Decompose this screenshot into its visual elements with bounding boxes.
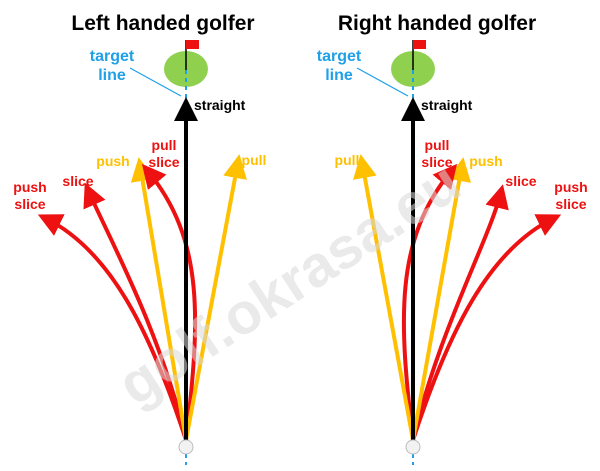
label-push: push — [469, 153, 502, 169]
pull-path — [353, 154, 415, 441]
right-panel: Right handed golfer target line straight… — [317, 12, 588, 465]
label-pull-slice-2: slice — [148, 154, 179, 170]
label-slice: slice — [62, 173, 93, 189]
target-line-label-2: line — [325, 67, 353, 84]
left-panel: Left handed golfer target line straight … — [13, 12, 266, 465]
push-path — [130, 157, 188, 441]
label-straight: straight — [194, 97, 246, 113]
golf-ball-icon — [405, 439, 421, 455]
label-push: push — [96, 153, 129, 169]
target-line-pointer — [356, 67, 409, 97]
target-line-label-1: target — [90, 48, 135, 65]
push-slice-path — [37, 214, 188, 441]
right-panel-title: Right handed golfer — [338, 12, 536, 35]
label-pull: pull — [242, 152, 267, 168]
slice-path — [411, 184, 509, 441]
label-pull-slice-2: slice — [421, 154, 452, 170]
push-path — [411, 157, 472, 441]
golf-ball-icon — [178, 439, 194, 455]
label-pull-slice-1: pull — [152, 137, 177, 153]
label-pull-slice-1: pull — [425, 137, 450, 153]
label-push-slice-1: push — [13, 179, 46, 195]
flag-icon — [413, 40, 426, 49]
pull-slice-path — [401, 163, 458, 441]
target-line-label-2: line — [98, 67, 126, 84]
push-slice-path — [411, 214, 562, 441]
target-line-label-1: target — [317, 48, 362, 65]
left-panel-title: Left handed golfer — [71, 12, 254, 35]
label-push-slice-2: slice — [14, 196, 45, 212]
slice-path — [83, 182, 188, 441]
label-pull: pull — [335, 152, 360, 168]
pull-slice-path — [141, 163, 198, 441]
flag-icon — [186, 40, 199, 49]
label-straight: straight — [421, 97, 473, 113]
label-slice: slice — [505, 173, 536, 189]
target-line-pointer — [129, 67, 182, 97]
label-push-slice-2: slice — [555, 196, 586, 212]
label-push-slice-1: push — [554, 179, 587, 195]
pull-path — [184, 154, 247, 441]
